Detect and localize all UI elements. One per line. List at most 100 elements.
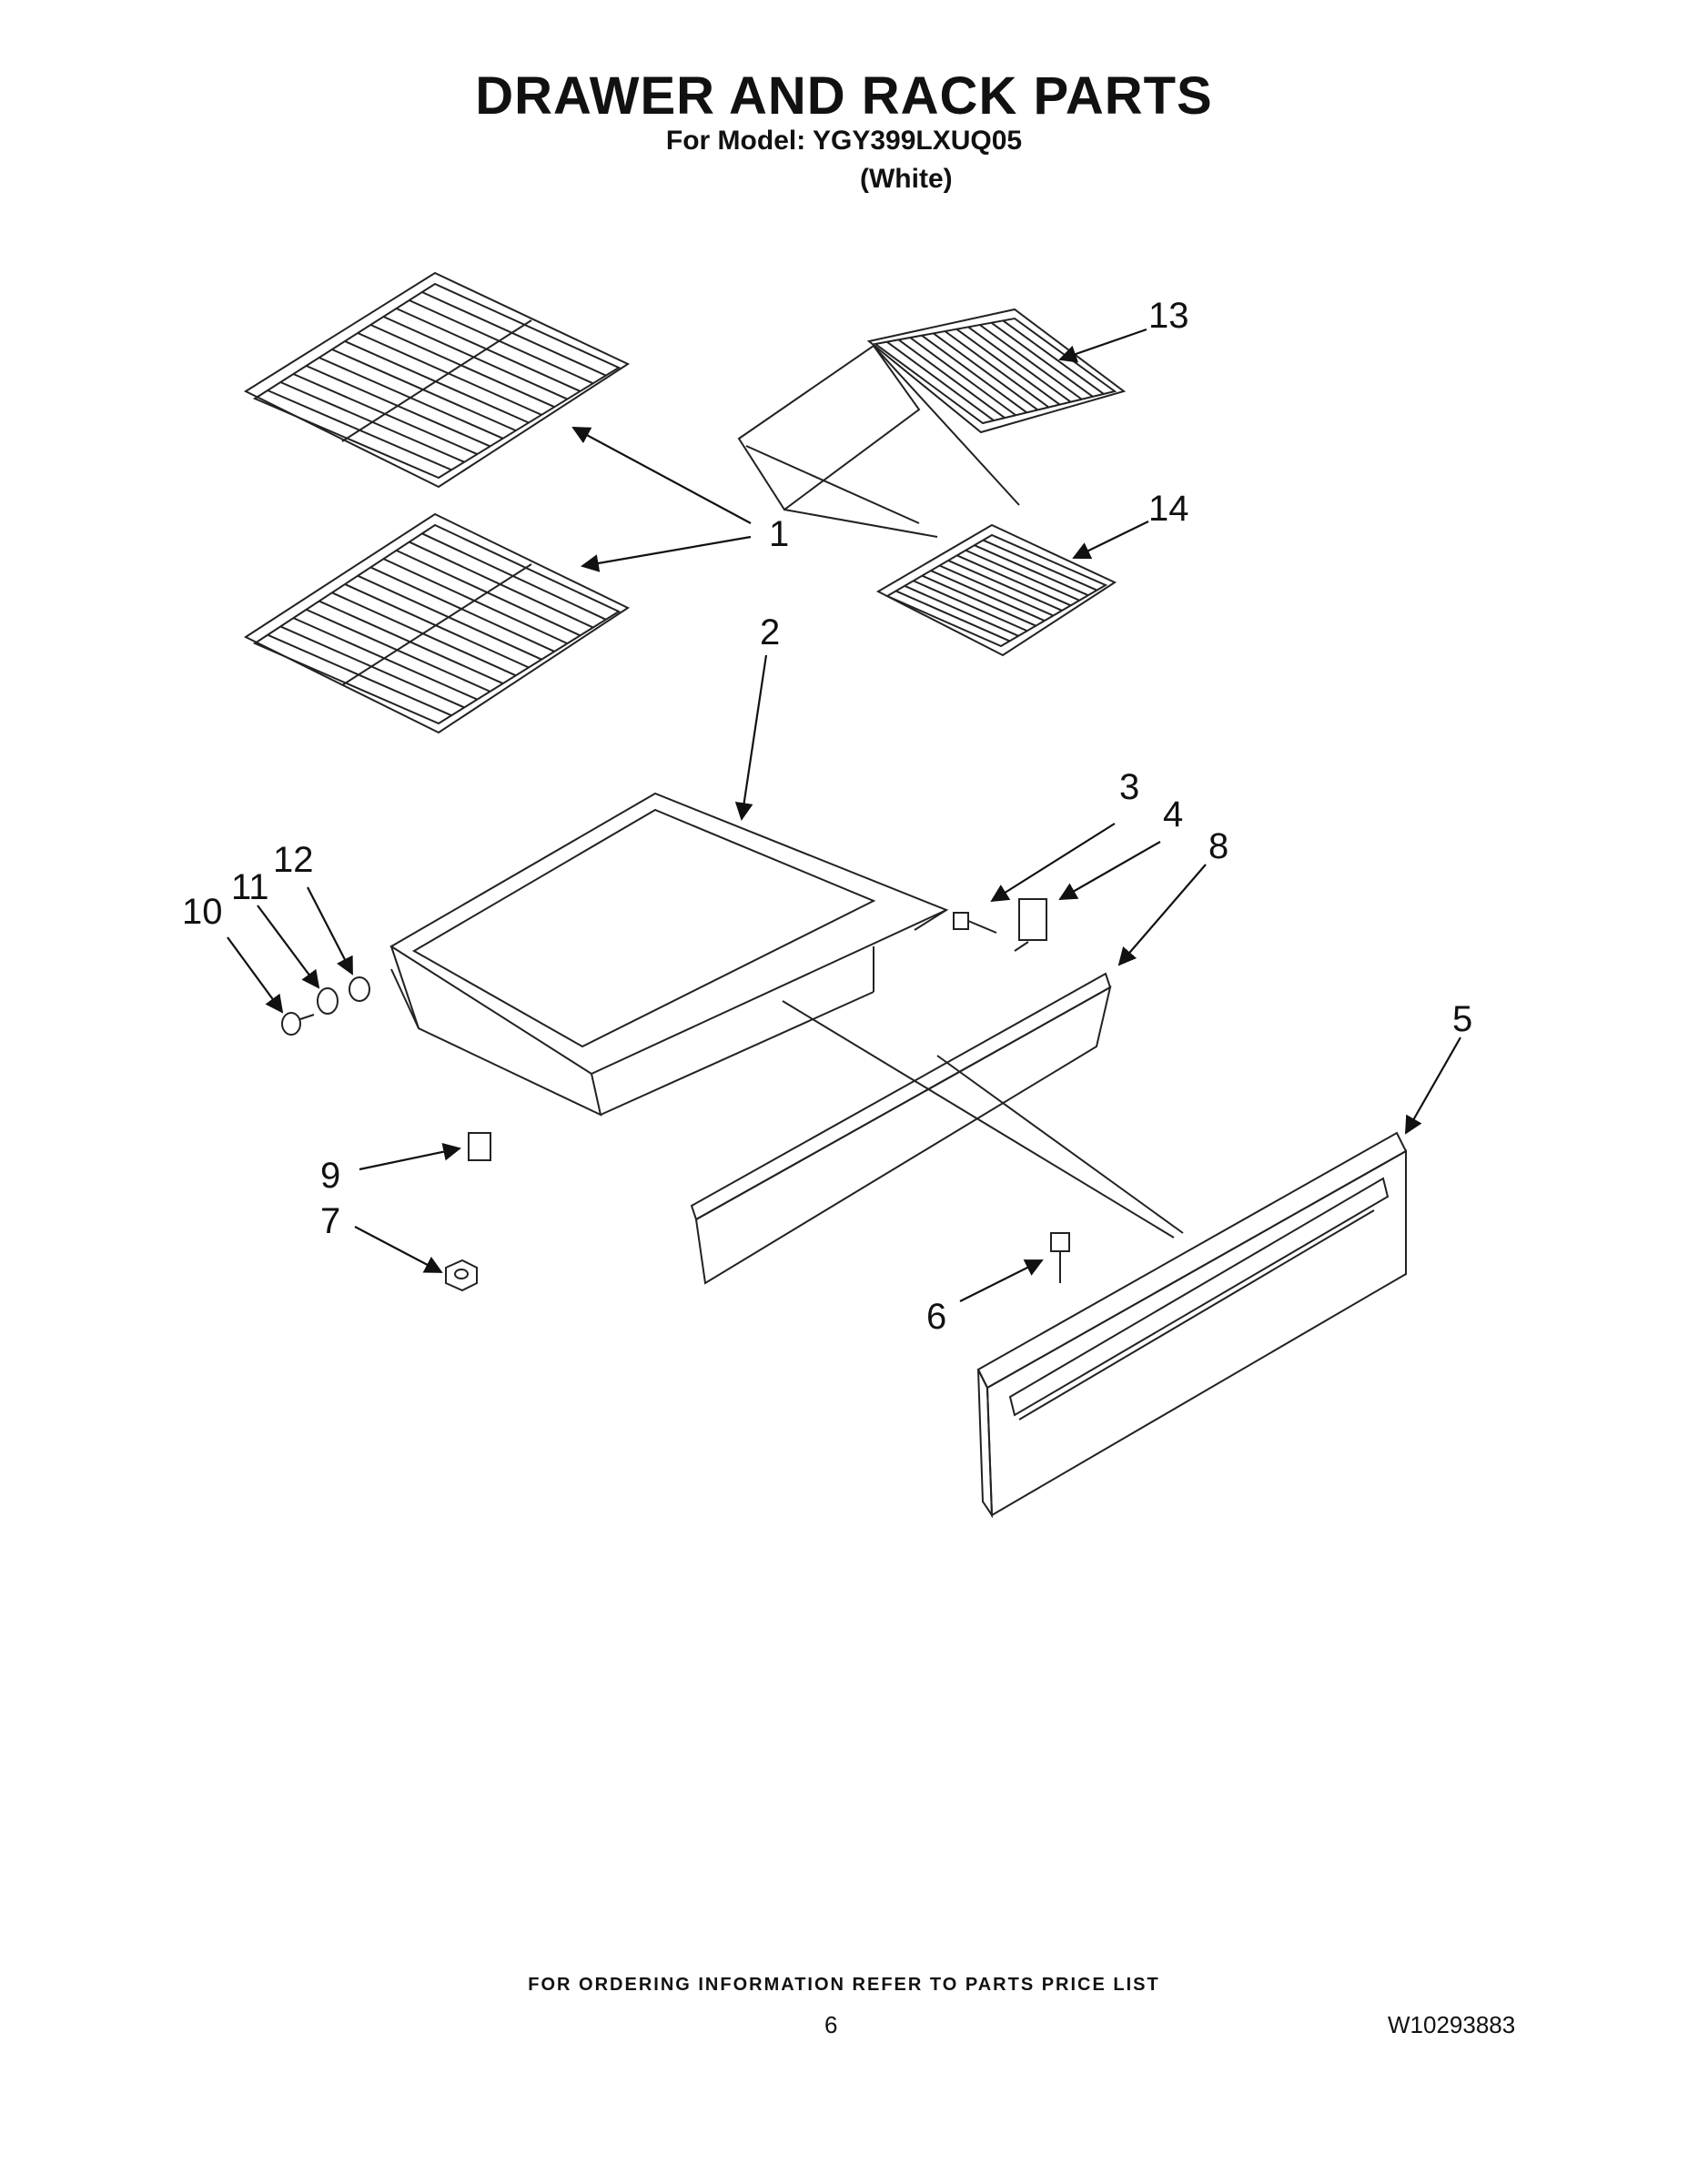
storage-drawer: [389, 792, 1175, 1239]
rack-wire: [909, 337, 1016, 417]
rack-wire: [318, 600, 504, 684]
leader-2: [734, 654, 768, 821]
screw-part-3: [953, 912, 997, 934]
rack-wire: [921, 574, 1036, 627]
callout-3: 3: [1119, 767, 1139, 807]
callout-1: 1: [769, 514, 789, 554]
callout-10: 10: [182, 892, 223, 932]
rack-wire: [974, 544, 1089, 597]
rack-wire: [357, 574, 542, 661]
leader-8: [1117, 864, 1207, 966]
rack-wire: [955, 328, 1061, 406]
leader-4: [1058, 841, 1161, 900]
rack-wire: [886, 340, 995, 421]
rack-wire: [331, 349, 517, 432]
leader-11: [257, 905, 320, 989]
rack-wire: [344, 340, 530, 424]
rack-wire: [1002, 319, 1105, 395]
rack-wire: [344, 583, 530, 669]
oven-rack-lower: [243, 512, 631, 734]
rack-wire: [293, 373, 478, 455]
leader-14: [1072, 521, 1149, 560]
leader-1a: [571, 427, 752, 524]
rack-wire: [279, 625, 465, 709]
rack-wire: [369, 566, 555, 652]
rack-wire: [318, 357, 504, 440]
rack-wire: [409, 541, 594, 629]
callout-8: 8: [1208, 826, 1228, 866]
rack-wire: [947, 560, 1063, 612]
rack-wire: [396, 549, 581, 637]
callout-13: 13: [1148, 296, 1189, 336]
rack-wire: [990, 321, 1094, 398]
rack-wire: [267, 633, 452, 717]
rack-wire: [967, 326, 1072, 403]
drawer-front-panel: [976, 1131, 1408, 1519]
rack-wire: [421, 291, 607, 377]
rack-wire: [983, 539, 1097, 592]
rack-wire: [383, 558, 568, 645]
roller-part-10: [281, 1012, 315, 1036]
rack-wire: [279, 381, 465, 463]
clip-part-4: [1014, 898, 1047, 952]
bumper-part-9: [468, 1132, 491, 1161]
model-line: For Model: YGY399LXUQ05: [665, 126, 1023, 156]
drawer-glide-rail: [690, 972, 1184, 1285]
rack-wire: [421, 532, 607, 621]
roll-out-rack: [737, 308, 1127, 538]
leader-13: [1058, 328, 1147, 363]
rack-wire: [357, 332, 542, 416]
rack-wire: [383, 316, 568, 400]
leader-6: [959, 1259, 1044, 1302]
rack-wire: [939, 564, 1054, 617]
rack-wire: [897, 339, 1006, 419]
oven-rack-upper: [243, 271, 631, 489]
rack-wire: [933, 332, 1039, 411]
callout-14: 14: [1148, 489, 1189, 529]
rack-wire: [306, 365, 490, 448]
rack-wire: [409, 299, 594, 385]
callout-5: 5: [1452, 999, 1472, 1039]
rack-wire: [904, 584, 1019, 637]
callout-7: 7: [320, 1201, 340, 1241]
callout-4: 4: [1163, 794, 1183, 834]
rack-wire: [956, 554, 1072, 607]
nut-part-7: [445, 1259, 478, 1292]
leader-lines: [227, 328, 1461, 1302]
leader-3: [990, 823, 1116, 903]
color-line: (White): [860, 164, 953, 194]
callout-2: 2: [760, 612, 780, 652]
callout-6: 6: [926, 1297, 946, 1337]
rack-wire: [979, 324, 1083, 400]
callout-11: 11: [231, 867, 269, 907]
leader-10: [227, 936, 284, 1014]
leader-12: [307, 886, 353, 976]
ordering-info-note: FOR ORDERING INFORMATION REFER TO PARTS …: [528, 1975, 1160, 1995]
rack-wire: [306, 608, 490, 693]
page-number: 6: [824, 2011, 838, 2038]
document-number: W10293883: [1388, 2011, 1516, 2038]
rack-wire: [369, 324, 555, 409]
rack-wire: [921, 334, 1027, 414]
leader-9: [359, 1142, 461, 1171]
rack-wire: [396, 308, 581, 392]
leader-1b: [581, 535, 752, 572]
screw-part-6: [1050, 1232, 1070, 1283]
page-title: DRAWER AND RACK PARTS: [475, 66, 1213, 126]
bushing-part-12: [349, 976, 370, 1002]
rack-wire: [267, 389, 452, 471]
rack-wire: [930, 570, 1046, 622]
leader-7: [354, 1226, 443, 1273]
washer-part-11: [317, 987, 339, 1015]
rack-wire: [965, 549, 1080, 602]
leader-5: [1405, 1036, 1461, 1135]
rack-wire: [895, 590, 1010, 642]
callout-12: 12: [273, 840, 314, 880]
callout-9: 9: [320, 1156, 340, 1196]
rack-wire: [331, 592, 517, 677]
rack-wire: [293, 617, 478, 701]
rack-wire: [944, 330, 1050, 409]
rack-wire: [913, 580, 1028, 632]
half-rack: [875, 523, 1117, 657]
